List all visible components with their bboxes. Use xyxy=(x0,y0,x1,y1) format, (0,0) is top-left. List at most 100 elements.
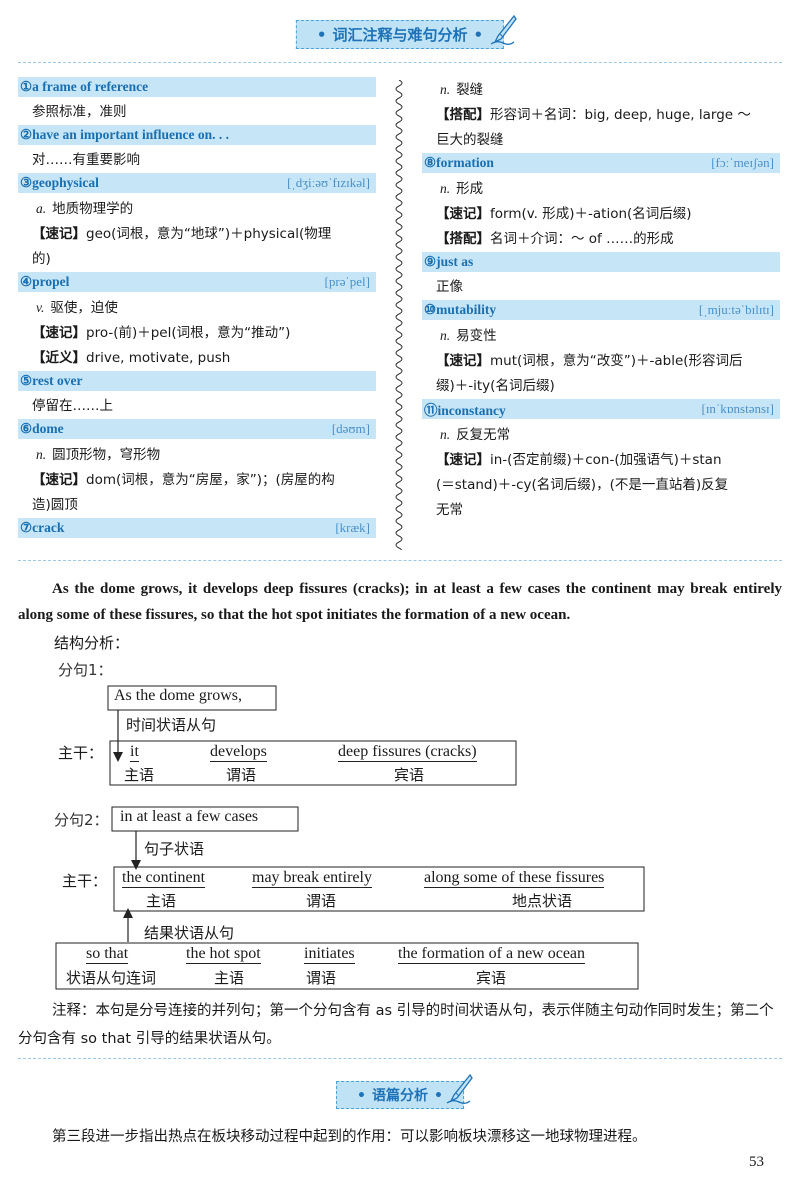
entry-line: n.形成 xyxy=(422,176,780,202)
divider xyxy=(18,1058,782,1059)
entry-text: dom(词根，意为“房屋，家”)；(房屋的构 xyxy=(86,472,335,488)
vocab-phonetic: [ˌmjuːtəˈbɪlɪtɪ] xyxy=(698,302,774,317)
clause2-result-predicate-role: 谓语 xyxy=(306,969,337,987)
clause2-result-predicate: initiates xyxy=(304,945,355,964)
entry-line: 停留在……上 xyxy=(18,394,376,419)
entry-text: 无常 xyxy=(436,502,463,518)
entry-line: 【近义】drive, motivate, push xyxy=(18,346,376,371)
entry-tag: 【速记】 xyxy=(436,206,490,222)
vocab-word: ⑨just as xyxy=(424,254,474,269)
vocab-entry-head: ①a frame of reference xyxy=(18,77,376,97)
entry-line: 【搭配】名词＋介词：～ of ……的形成 xyxy=(422,227,780,252)
entry-text: 造)圆顶 xyxy=(32,497,78,513)
vocab-word: ②have an important influence on. . . xyxy=(20,127,229,142)
entry-text: 圆顶形物，穹形物 xyxy=(52,447,161,463)
clause2-result-note: 结果状语从句 xyxy=(144,924,235,942)
clause1-predicate: develops xyxy=(210,743,267,762)
vocab-entry: ③geophysical[ˌdʒiːəʊˈfɪzɪkəl]a.地质物理学的【速记… xyxy=(18,173,376,272)
vocab-entry-head: ⑨just as xyxy=(422,252,780,272)
discourse-analysis: 第三段进一步指出热点在板块移动过程中起到的作用：可以影响板块漂移这一地球物理进程… xyxy=(52,1129,647,1145)
clause2-result-object-role: 宾语 xyxy=(476,969,507,987)
entry-text: 名词＋介词：～ of ……的形成 xyxy=(490,231,674,247)
vocab-entry: ⑦crack[kræk] xyxy=(18,518,376,538)
entry-text: 易变性 xyxy=(456,328,497,344)
clause2-result-subject: the hot spot xyxy=(186,945,261,964)
vocab-entry-head: ②have an important influence on. . . xyxy=(18,125,376,145)
vocab-word: ⑪inconstancy xyxy=(424,403,506,418)
vocab-entry: ⑪inconstancy[ɪnˈkɒnstənsɪ]n.反复无常【速记】in-(… xyxy=(422,399,780,523)
vocab-entry: ⑥dome[dəʊm] n.圆顶形物，穹形物【速记】dom(词根，意为“房屋，家”… xyxy=(18,419,376,518)
entry-line: 巨大的裂缝 xyxy=(422,128,780,153)
entry-tag: 【速记】 xyxy=(32,325,86,341)
wavy-divider xyxy=(395,80,403,550)
vocab-entry: ⑧formation[fɔːˈmeɪʃən]n.形成【速记】form(v. 形成… xyxy=(422,153,780,252)
entry-line: v.驱使，迫使 xyxy=(18,295,376,321)
entry-tag: 【搭配】 xyxy=(436,231,490,247)
clause2-adverbial: in at least a few cases xyxy=(120,808,259,825)
entry-text: 的) xyxy=(32,251,51,267)
entry-pos: n. xyxy=(440,427,451,442)
entry-text: 正像 xyxy=(436,279,463,295)
clause1-object: deep fissures (cracks) xyxy=(338,743,477,762)
vocab-entry: ④propel[prəˈpel]v.驱使，迫使【速记】pro-(前)＋pel(词… xyxy=(18,272,376,371)
vocab-entry: ⑨just as 正像 xyxy=(422,252,780,300)
vocab-right-column: n.裂缝【搭配】形容词＋名词：big, deep, huge, large ～巨… xyxy=(422,77,780,523)
vocab-entry-head: ⑥dome[dəʊm] xyxy=(18,419,376,439)
entry-line: n.易变性 xyxy=(422,323,780,349)
entry-line: 【搭配】形容词＋名词：big, deep, huge, large ～ xyxy=(422,103,780,128)
entry-text: 参照标准，准则 xyxy=(32,104,127,120)
vocab-phonetic: [fɔːˈmeɪʃən] xyxy=(711,155,774,170)
clause2-conj: so that xyxy=(86,945,129,964)
pen-icon xyxy=(446,1073,473,1104)
clause2-predicate: may break entirely xyxy=(252,869,372,888)
entry-tag: 【速记】 xyxy=(32,472,86,488)
vocab-word: ⑧formation xyxy=(424,155,494,170)
section2-title-banner: •语篇分析• xyxy=(336,1081,464,1109)
clause1-predicate-role: 谓语 xyxy=(226,766,257,784)
clause1-adverbial: As the dome grows, xyxy=(114,687,242,704)
entry-line: n.裂缝 xyxy=(422,77,780,103)
entry-line: 【速记】mut(词根，意为“改变”)＋-able(形容词后 xyxy=(422,349,780,374)
entry-pos: a. xyxy=(36,201,47,216)
entry-text: 形容词＋名词：big, deep, huge, large ～ xyxy=(490,107,751,123)
clause1-label: 分句1： xyxy=(58,661,113,679)
entry-text: 形成 xyxy=(456,181,484,197)
page-number: 53 xyxy=(749,1154,764,1170)
vocab-entry: ⑩mutability[ˌmjuːtəˈbɪlɪtɪ]n.易变性【速记】mut(… xyxy=(422,300,780,399)
clause2-place: along some of these fissures xyxy=(424,869,605,888)
entry-text: 地质物理学的 xyxy=(52,201,134,217)
divider xyxy=(18,62,782,63)
clause2-predicate-role: 谓语 xyxy=(306,892,337,910)
section-title: 词汇注释与难句分析 xyxy=(332,26,468,44)
entry-tag: 【搭配】 xyxy=(436,107,490,123)
entry-line: 【速记】form(v. 形成)＋-ation(名词后缀) xyxy=(422,202,780,227)
entry-text: form(v. 形成)＋-ation(名词后缀) xyxy=(490,206,692,222)
entry-line: 缀)＋-ity(名词后缀) xyxy=(422,374,780,399)
divider xyxy=(18,560,782,561)
entry-line: n.反复无常 xyxy=(422,422,780,448)
vocab-phonetic: [ˌdʒiːəʊˈfɪzɪkəl] xyxy=(287,175,370,190)
vocab-left-column: ①a frame of reference 参照标准，准则 ②have an imp… xyxy=(18,77,376,541)
clause1-object-role: 宾语 xyxy=(394,766,425,784)
entry-text: 对……有重要影响 xyxy=(32,152,140,168)
entry-text: (＝stand)＋-cy(名词后缀)，(不是一直站着)反复 xyxy=(436,477,729,493)
vocab-entry: ②have an important influence on. . . 对……有… xyxy=(18,125,376,173)
pen-icon xyxy=(490,14,517,45)
entry-text: mut(词根，意为“改变”)＋-able(形容词后 xyxy=(490,353,743,369)
vocab-word: ⑦crack xyxy=(20,520,65,535)
entry-text: 缀)＋-ity(名词后缀) xyxy=(436,378,555,394)
clause2-result-object: the formation of a new ocean xyxy=(398,945,586,964)
entry-pos: v. xyxy=(36,300,45,315)
section2-title: 语篇分析 xyxy=(372,1088,428,1104)
vocab-entry: ①a frame of reference 参照标准，准则 xyxy=(18,77,376,125)
structure-label: 结构分析： xyxy=(54,634,130,652)
clause2-label: 分句2： xyxy=(54,811,109,829)
entry-line: 【速记】in-(否定前缀)＋con-(加强语气)＋stan xyxy=(422,448,780,473)
entry-line: 无常 xyxy=(422,498,780,523)
clause2-subject-role: 主语 xyxy=(146,892,177,910)
entry-line: 造)圆顶 xyxy=(18,493,376,518)
clause2-result-subject-role: 主语 xyxy=(214,969,245,987)
entry-line: n.圆顶形物，穹形物 xyxy=(18,442,376,468)
clause2-subject: the continent xyxy=(122,869,206,888)
